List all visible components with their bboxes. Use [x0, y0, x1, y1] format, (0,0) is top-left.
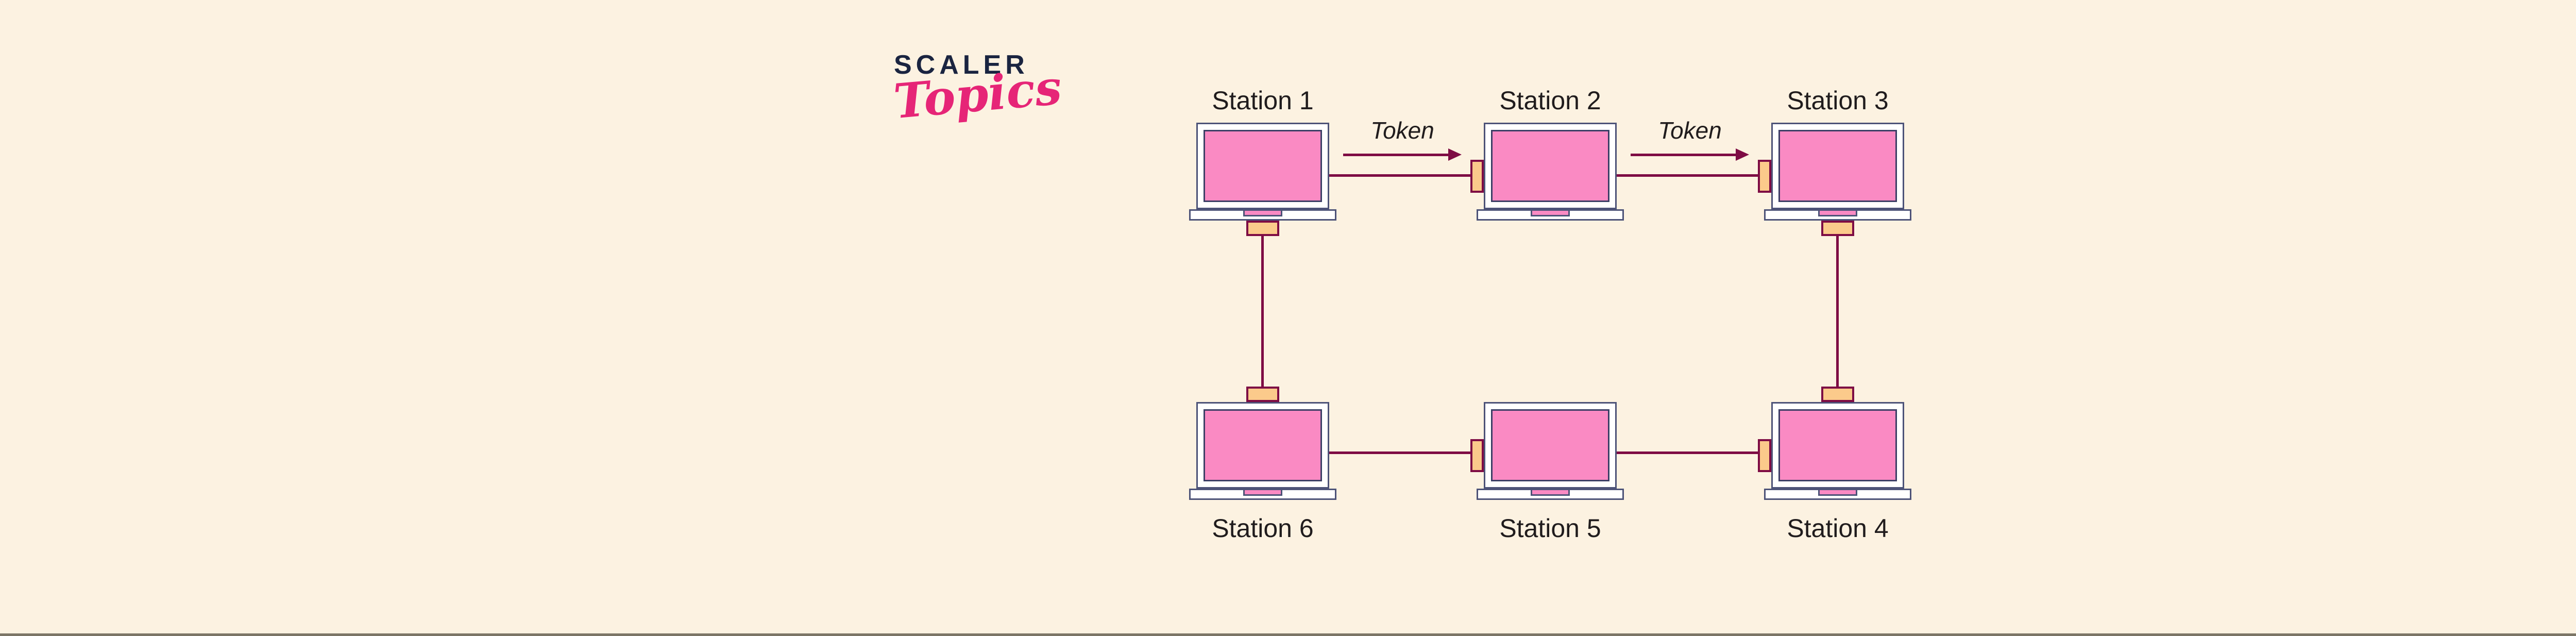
laptop-monitor [1771, 402, 1904, 489]
station-label: Station 5 [1499, 514, 1601, 543]
station-1: Station 1 [1189, 86, 1336, 236]
scaler-topics-logo: SCALER Topics [891, 49, 1064, 130]
station-label: Station 2 [1499, 86, 1601, 115]
laptop-monitor [1484, 402, 1617, 489]
token-label: Token [1658, 117, 1722, 144]
station-3: Station 3 [1758, 86, 1911, 236]
link-station6-station5 [1329, 451, 1470, 454]
laptop-hinge [1531, 489, 1570, 496]
laptop-screen [1778, 409, 1897, 481]
laptop-hinge [1243, 209, 1282, 216]
laptop-monitor [1771, 123, 1904, 209]
laptop-screen [1204, 409, 1322, 481]
laptop-icon [1189, 387, 1336, 500]
token-label: Token [1370, 117, 1434, 144]
station-5: Station 5 [1470, 402, 1624, 543]
network-port-top [1246, 387, 1279, 402]
laptop-icon [1189, 123, 1336, 236]
link-station5-station4 [1617, 451, 1758, 454]
token-arrow-right-icon [1343, 148, 1462, 161]
laptop-icon [1758, 387, 1911, 500]
bottom-divider [0, 633, 2576, 636]
laptop-hinge [1531, 209, 1570, 216]
station-2: Station 2 [1470, 86, 1624, 221]
laptop-icon [1758, 123, 1911, 236]
arrow-shaft [1631, 154, 1737, 156]
station-label: Station 3 [1787, 86, 1889, 115]
laptop-hinge [1243, 489, 1282, 496]
network-port-bottom [1246, 221, 1279, 236]
logo-scaler-text: SCALER [894, 50, 1029, 80]
laptop-screen [1204, 130, 1322, 202]
arrow-shaft [1343, 154, 1449, 156]
network-port-bottom [1821, 221, 1854, 236]
laptop-hinge [1818, 489, 1857, 496]
network-port-left [1758, 160, 1771, 193]
station-label: Station 4 [1787, 514, 1889, 543]
laptop-screen [1491, 130, 1609, 202]
network-port-left [1470, 160, 1484, 193]
laptop-monitor [1196, 123, 1329, 209]
token-pass-1: Token [1343, 116, 1462, 161]
laptop-icon [1470, 123, 1624, 221]
station-4: Station 4 [1758, 387, 1911, 543]
token-pass-2: Token [1631, 116, 1749, 161]
arrow-head [1448, 148, 1462, 161]
network-port-top [1821, 387, 1854, 402]
link-station1-station2 [1329, 174, 1470, 177]
station-label: Station 1 [1212, 86, 1314, 115]
token-arrow-right-icon [1631, 148, 1749, 161]
arrow-head [1736, 148, 1749, 161]
link-station2-station3 [1617, 174, 1758, 177]
network-port-left [1758, 439, 1771, 472]
network-port-left [1470, 439, 1484, 472]
logo-topics-text: Topics [891, 59, 1064, 130]
link-station1-station6 [1261, 236, 1264, 387]
laptop-hinge [1818, 209, 1857, 216]
laptop-icon [1470, 402, 1624, 500]
station-label: Station 6 [1212, 514, 1314, 543]
laptop-screen [1491, 409, 1609, 481]
link-station3-station4 [1836, 236, 1839, 387]
laptop-screen [1778, 130, 1897, 202]
laptop-monitor [1196, 402, 1329, 489]
station-6: Station 6 [1189, 387, 1336, 543]
laptop-monitor [1484, 123, 1617, 209]
